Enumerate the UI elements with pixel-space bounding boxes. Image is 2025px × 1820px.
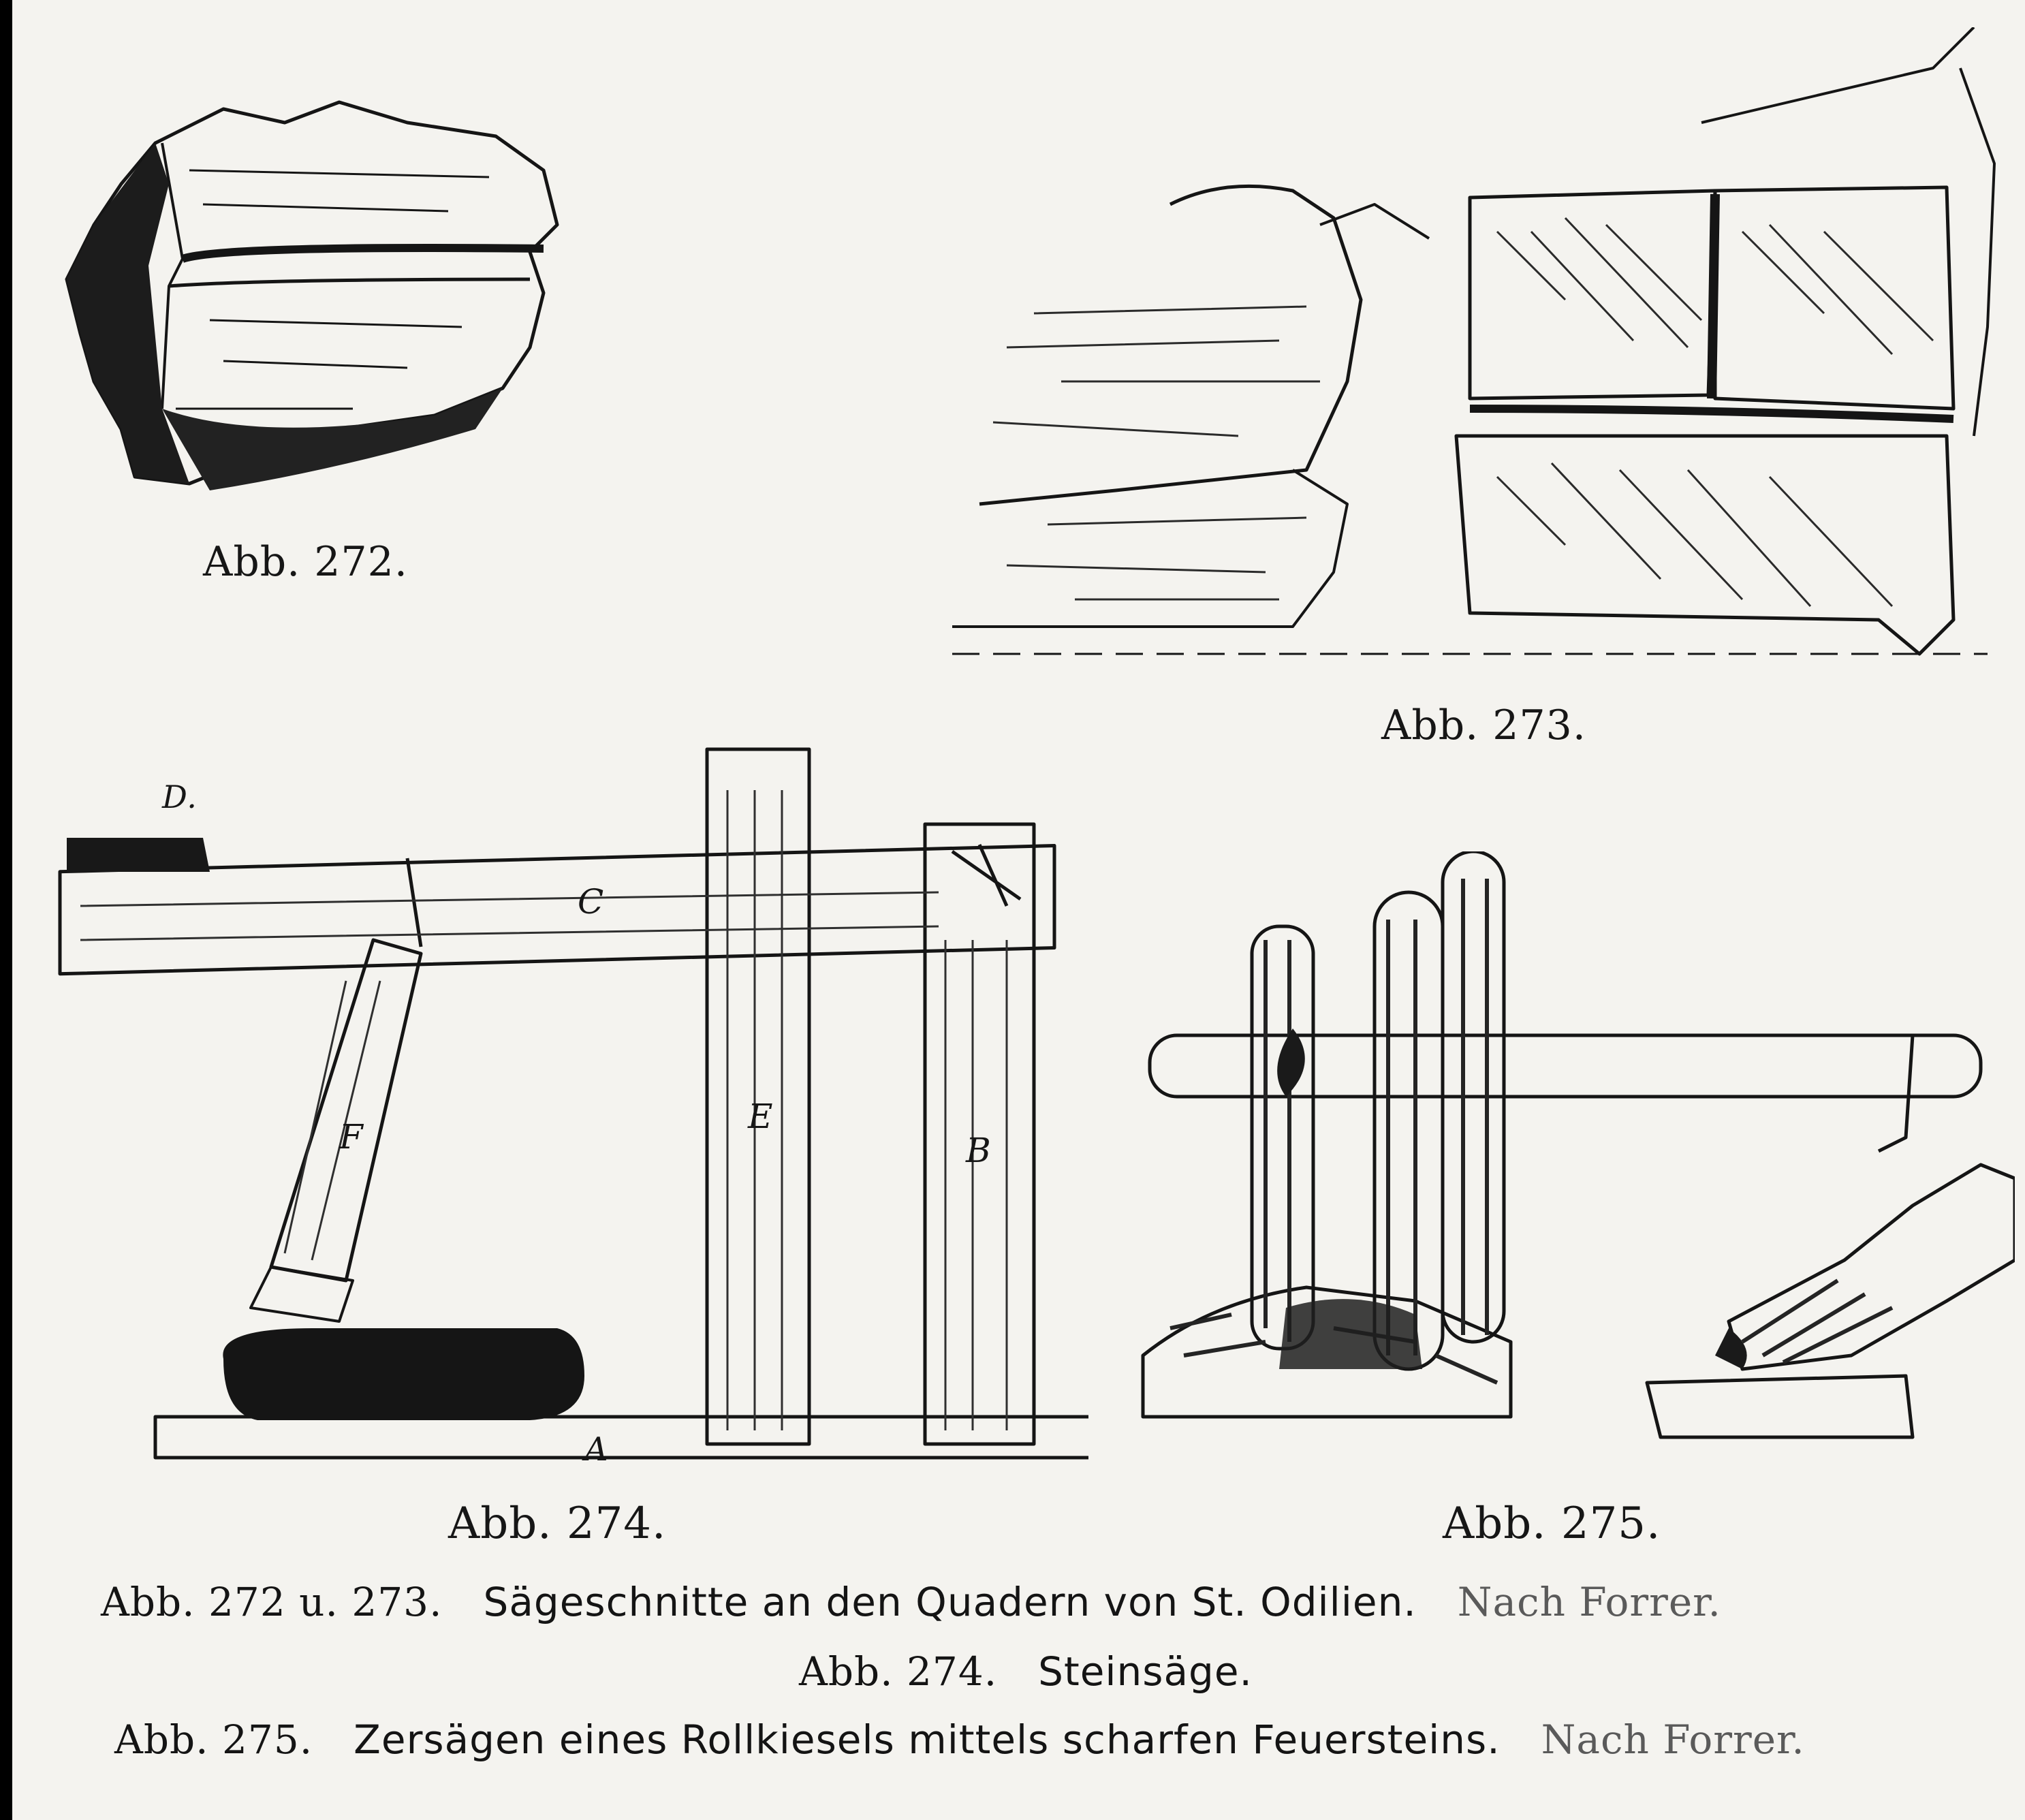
saw-letter-b: B [966, 1131, 992, 1170]
figure-275-label: Abb. 275. [1443, 1499, 1661, 1549]
figure-272-label: Abb. 272. [203, 538, 408, 586]
figure-273-label: Abb. 273. [1381, 702, 1586, 749]
saw-letter-a: A [584, 1430, 609, 1469]
caption-1-text: Sägeschnitte an den Quadern von St. Odil… [483, 1579, 1417, 1625]
figure-272-stone-block [53, 89, 584, 511]
figure-274-drawing [58, 747, 1088, 1460]
saw-letter-d: D. [162, 779, 198, 815]
caption-line-3: Abb. 275. Zersägen eines Rollkiesels mitt… [114, 1716, 1805, 1763]
figure-274-stone-saw [53, 736, 1088, 1485]
figure-272-drawing [65, 100, 559, 490]
caption-3-ref: Abb. 275. [114, 1716, 313, 1763]
figure-273-drawing [952, 27, 1996, 656]
caption-line-1: Abb. 272 u. 273. Sägeschnitte an den Quad… [101, 1579, 1721, 1625]
caption-1-ref: Abb. 272 u. 273. [101, 1579, 443, 1625]
figure-275-drawing [1141, 851, 2015, 1439]
printed-plate: Abb. 272. [12, 0, 2025, 1820]
saw-letter-e: E [748, 1097, 774, 1136]
caption-line-2: Abb. 274. Steinsäge. [799, 1648, 1253, 1695]
caption-1-source: Nach Forrer. [1457, 1579, 1721, 1625]
figure-275-sawing-scene [1129, 851, 2015, 1464]
saw-letter-f: F [339, 1117, 364, 1157]
caption-2-text: Steinsäge. [1038, 1648, 1253, 1695]
figure-274-label: Abb. 274. [448, 1499, 667, 1549]
figure-273-masonry [952, 27, 2015, 681]
caption-3-text: Zersägen eines Rollkiesels mittels schar… [354, 1716, 1501, 1763]
caption-2-ref: Abb. 274. [799, 1648, 998, 1695]
saw-letter-c: C [578, 882, 605, 922]
caption-3-source: Nach Forrer. [1541, 1716, 1805, 1763]
